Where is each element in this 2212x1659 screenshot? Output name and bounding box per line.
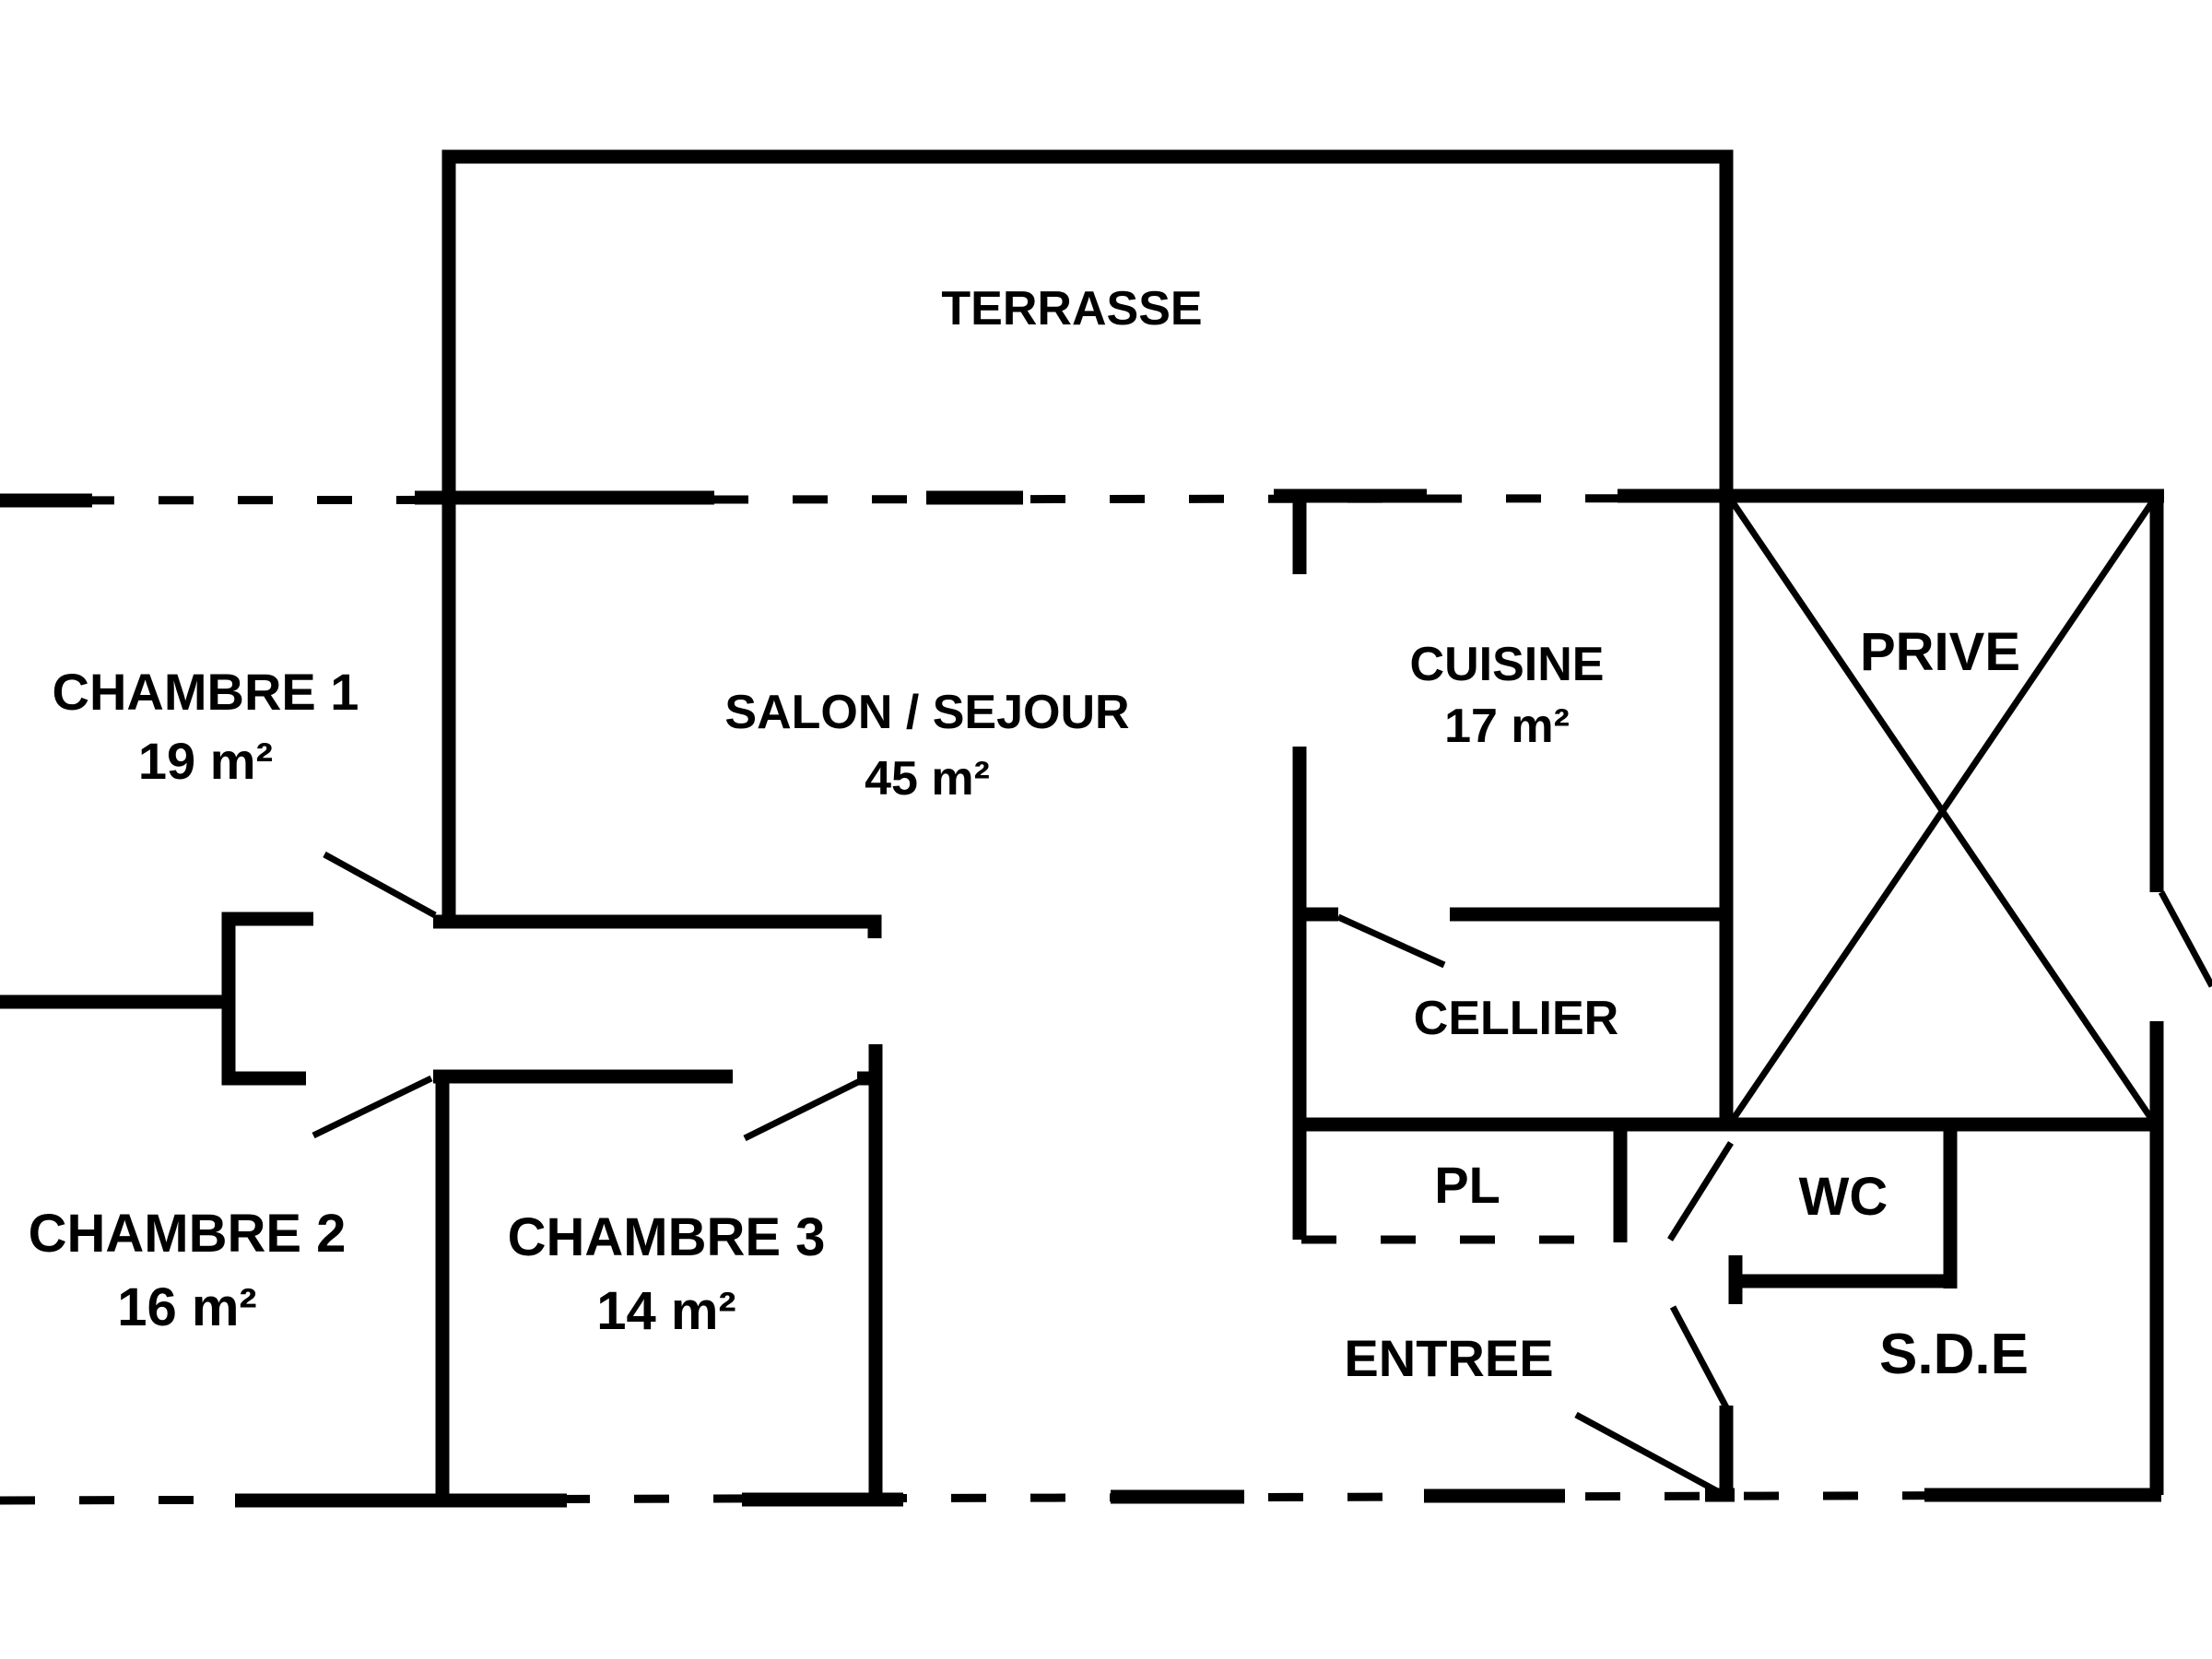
room-area-chambre-3: 14 m² <box>596 1281 736 1341</box>
kitchen-walls <box>1292 496 2161 1244</box>
room-labels: TERRASSE CHAMBRE 1 19 m² SALON / SEJOUR … <box>29 282 2029 1387</box>
terrasse-walls <box>441 149 1734 498</box>
room-label-sde: S.D.E <box>1879 1323 2029 1386</box>
service-walls <box>1719 1021 2164 1495</box>
room-area-chambre-2: 16 m² <box>117 1277 257 1337</box>
room-label-cellier: CELLIER <box>1414 992 1618 1045</box>
room-label-entree: ENTREE <box>1344 1329 1553 1387</box>
lower-facade <box>0 1488 2162 1508</box>
room-area-cuisine: 17 m² <box>1444 700 1570 753</box>
room-label-chambre-3: CHAMBRE 3 <box>508 1207 826 1267</box>
door-swings-service <box>1336 913 1734 1497</box>
room-label-chambre-2: CHAMBRE 2 <box>29 1204 347 1264</box>
room-label-pl: PL <box>1434 1156 1500 1214</box>
prive-walls <box>1730 496 2212 1122</box>
room-label-cuisine: CUISINE <box>1410 638 1605 691</box>
room-label-terrasse: TERRASSE <box>941 282 1202 335</box>
room-label-wc: WC <box>1799 1167 1888 1227</box>
door-swings-bedrooms <box>312 851 864 1142</box>
room-label-chambre-1: CHAMBRE 1 <box>53 663 359 721</box>
room-label-prive: PRIVE <box>1860 622 2020 682</box>
room-label-salon: SALON / SEJOUR <box>724 686 1129 739</box>
bedroom-walls <box>0 498 883 1500</box>
room-area-salon: 45 m² <box>865 752 990 806</box>
room-area-chambre-1: 19 m² <box>138 732 273 790</box>
upper-facade <box>0 488 2164 508</box>
